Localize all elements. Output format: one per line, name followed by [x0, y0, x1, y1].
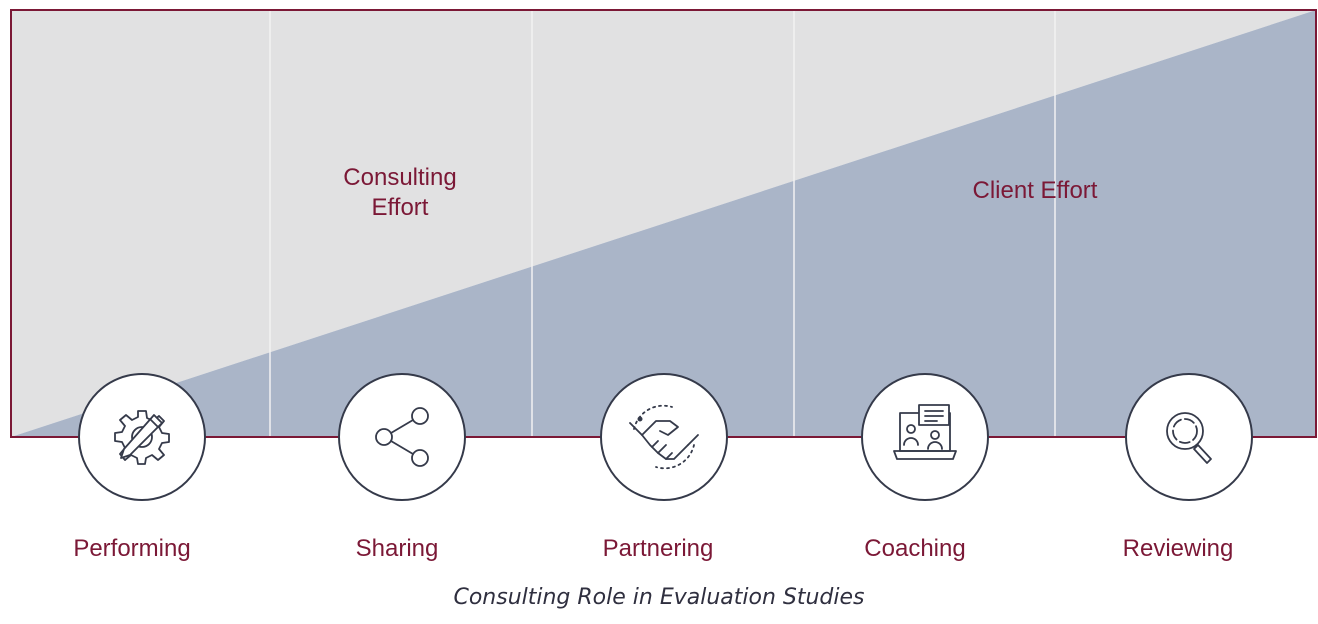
diagram-caption: Consulting Role in Evaluation Studies — [453, 585, 865, 610]
stage-node-sharing — [338, 373, 466, 501]
stage-node-coaching — [861, 373, 989, 501]
client-effort-region — [11, 10, 1316, 437]
share-icon — [375, 407, 429, 467]
stage-node-partnering — [600, 373, 728, 501]
stage-label-partnering: Partnering — [602, 535, 714, 562]
gear-pencil-icon — [114, 410, 170, 465]
stage-label-performing: Performing — [73, 535, 191, 562]
laptop-chat-icon — [893, 404, 957, 460]
stage-label-coaching: Coaching — [864, 535, 966, 562]
magnifier-icon — [1166, 412, 1212, 464]
handshake-icon — [629, 404, 699, 470]
stage-label-sharing: Sharing — [355, 535, 439, 562]
stage-node-reviewing — [1125, 373, 1253, 501]
consulting-effort-label: Consulting Effort — [343, 164, 457, 221]
client-effort-label: Client Effort — [972, 177, 1098, 204]
stage-label-reviewing: Reviewing — [1122, 535, 1234, 562]
